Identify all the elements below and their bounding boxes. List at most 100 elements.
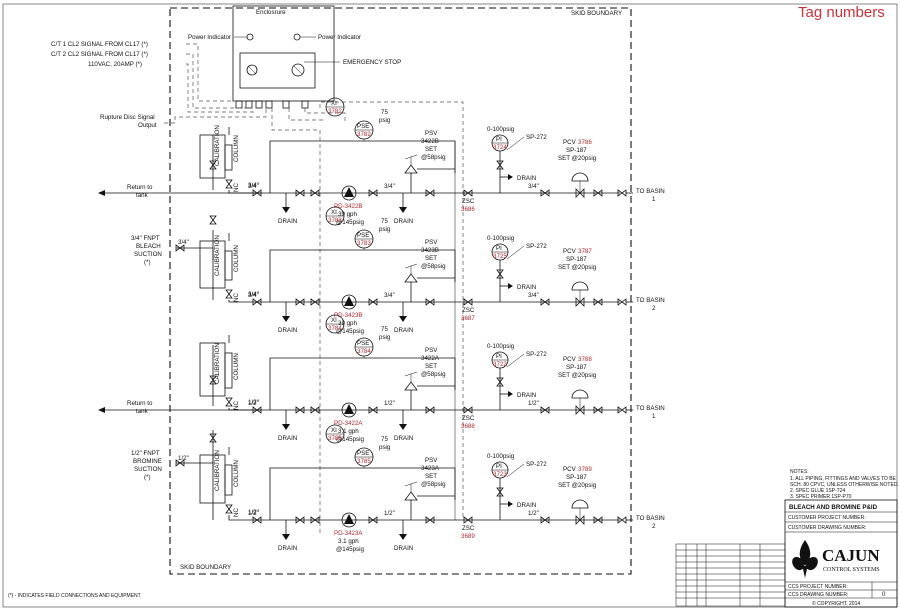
gauge-isolation-valve[interactable] <box>496 160 504 170</box>
outlet-valve[interactable] <box>617 516 627 524</box>
column-label: COLUMN <box>233 245 240 272</box>
gauge-isolation-valve[interactable] <box>496 377 504 387</box>
zsc-tag: 3688 <box>461 423 475 430</box>
emergency-stop-button-icon[interactable] <box>291 63 305 77</box>
metering-pump-icon[interactable] <box>341 512 357 528</box>
isolation-valve[interactable] <box>540 189 550 197</box>
isolation-valve[interactable] <box>252 406 262 414</box>
isolation-valve[interactable] <box>593 298 603 306</box>
calibration-label: CALIBRATION <box>214 125 221 166</box>
drawing-title: BLEACH AND BROMINE P&ID <box>789 504 878 511</box>
isolation-valve[interactable] <box>425 406 435 414</box>
isolation-valve[interactable] <box>368 189 378 197</box>
gauge-isolation-valve[interactable] <box>496 487 504 497</box>
isolation-valve[interactable] <box>425 189 435 197</box>
pcv-regulator-icon[interactable] <box>571 172 589 198</box>
isolation-valve[interactable] <box>368 298 378 306</box>
suction-inlet-valve[interactable] <box>175 244 185 252</box>
outlet-valve[interactable] <box>617 298 627 306</box>
psv-relief-valve-icon[interactable] <box>404 154 418 174</box>
basin-number: 2 <box>652 305 656 312</box>
zsc-valve[interactable] <box>463 298 473 306</box>
calibration-label: CALIBRATION <box>214 343 221 384</box>
isolation-valve[interactable] <box>252 189 262 197</box>
isolation-valve[interactable] <box>310 298 320 306</box>
isolation-valve[interactable] <box>425 298 435 306</box>
psv-relief-valve-icon[interactable] <box>404 481 418 501</box>
suction-valve[interactable] <box>209 215 217 225</box>
outlet-valve[interactable] <box>617 406 627 414</box>
pse-setpoint-unit: psig <box>379 226 391 233</box>
metering-pump-icon[interactable] <box>341 185 357 201</box>
emergency-stop-housing <box>239 52 316 89</box>
calibration-valve[interactable] <box>225 179 233 189</box>
pcv-setpoint: SET @20psig <box>558 155 597 162</box>
pcv-regulator-icon[interactable] <box>571 281 589 307</box>
isolation-valve[interactable] <box>252 516 262 524</box>
isolation-valve[interactable] <box>310 406 320 414</box>
psv-relief-valve-icon[interactable] <box>404 263 418 283</box>
emergency-stop-icon[interactable] <box>246 64 258 76</box>
calibration-valve[interactable] <box>225 504 233 514</box>
check-valve[interactable] <box>295 189 305 197</box>
isolation-valve[interactable] <box>540 298 550 306</box>
pse-tag: 3783 <box>357 240 371 247</box>
zsc-valve[interactable] <box>463 189 473 197</box>
return-valve[interactable] <box>209 375 217 385</box>
gauge-range: 0-100psig <box>487 126 515 133</box>
isolation-valve[interactable] <box>593 516 603 524</box>
bromine-suction-label-2: BROMINE <box>133 458 162 465</box>
check-valve[interactable] <box>295 298 305 306</box>
gauge-range: 0-100psig <box>487 453 515 460</box>
gauge-isolation-valve[interactable] <box>496 269 504 279</box>
isolation-valve[interactable] <box>368 516 378 524</box>
return-valve[interactable] <box>209 160 217 170</box>
pcv-regulator-icon[interactable] <box>571 389 589 415</box>
psv-relief-valve-icon[interactable] <box>404 371 418 391</box>
basin-number: 1 <box>652 196 656 203</box>
note-line-1: 1. ALL PIPING, FITTINGS AND VALVES TO BE <box>790 476 897 482</box>
check-valve[interactable] <box>295 516 305 524</box>
isolation-valve[interactable] <box>252 298 262 306</box>
psv-set: SET <box>425 255 437 262</box>
check-valve[interactable] <box>295 406 305 414</box>
suction-inlet-valve[interactable] <box>175 459 185 467</box>
isolation-valve[interactable] <box>540 406 550 414</box>
note-line-4: 3. SPEC PRIMER 1SP-P70 <box>790 494 852 500</box>
isolation-valve[interactable] <box>540 516 550 524</box>
isolation-valve[interactable] <box>593 189 603 197</box>
title-block: BLEACH AND BROMINE P&ID CUSTOMER PROJECT… <box>784 499 898 608</box>
bromine-suction-size: 1/2" <box>178 455 189 462</box>
calibration-valve[interactable] <box>225 289 233 299</box>
isolation-valve[interactable] <box>310 516 320 524</box>
pcv-regulator-icon[interactable] <box>571 499 589 525</box>
nc-label: NC <box>233 293 240 302</box>
isolation-valve[interactable] <box>425 516 435 524</box>
calibration-valve[interactable] <box>225 397 233 407</box>
pump-tag: PD-3422A <box>334 420 363 427</box>
zsc-valve[interactable] <box>463 406 473 414</box>
suction-valve[interactable] <box>209 433 217 443</box>
return-to-tank-label-2: tank <box>136 192 149 199</box>
isolation-valve[interactable] <box>368 406 378 414</box>
isolation-valve[interactable] <box>593 406 603 414</box>
isolation-valve[interactable] <box>310 189 320 197</box>
drain-label: DRAIN <box>394 218 413 225</box>
outlet-valve[interactable] <box>617 189 627 197</box>
metering-pump-icon[interactable] <box>341 294 357 310</box>
metering-pump-icon[interactable] <box>341 402 357 418</box>
zsc-valve[interactable] <box>463 516 473 524</box>
